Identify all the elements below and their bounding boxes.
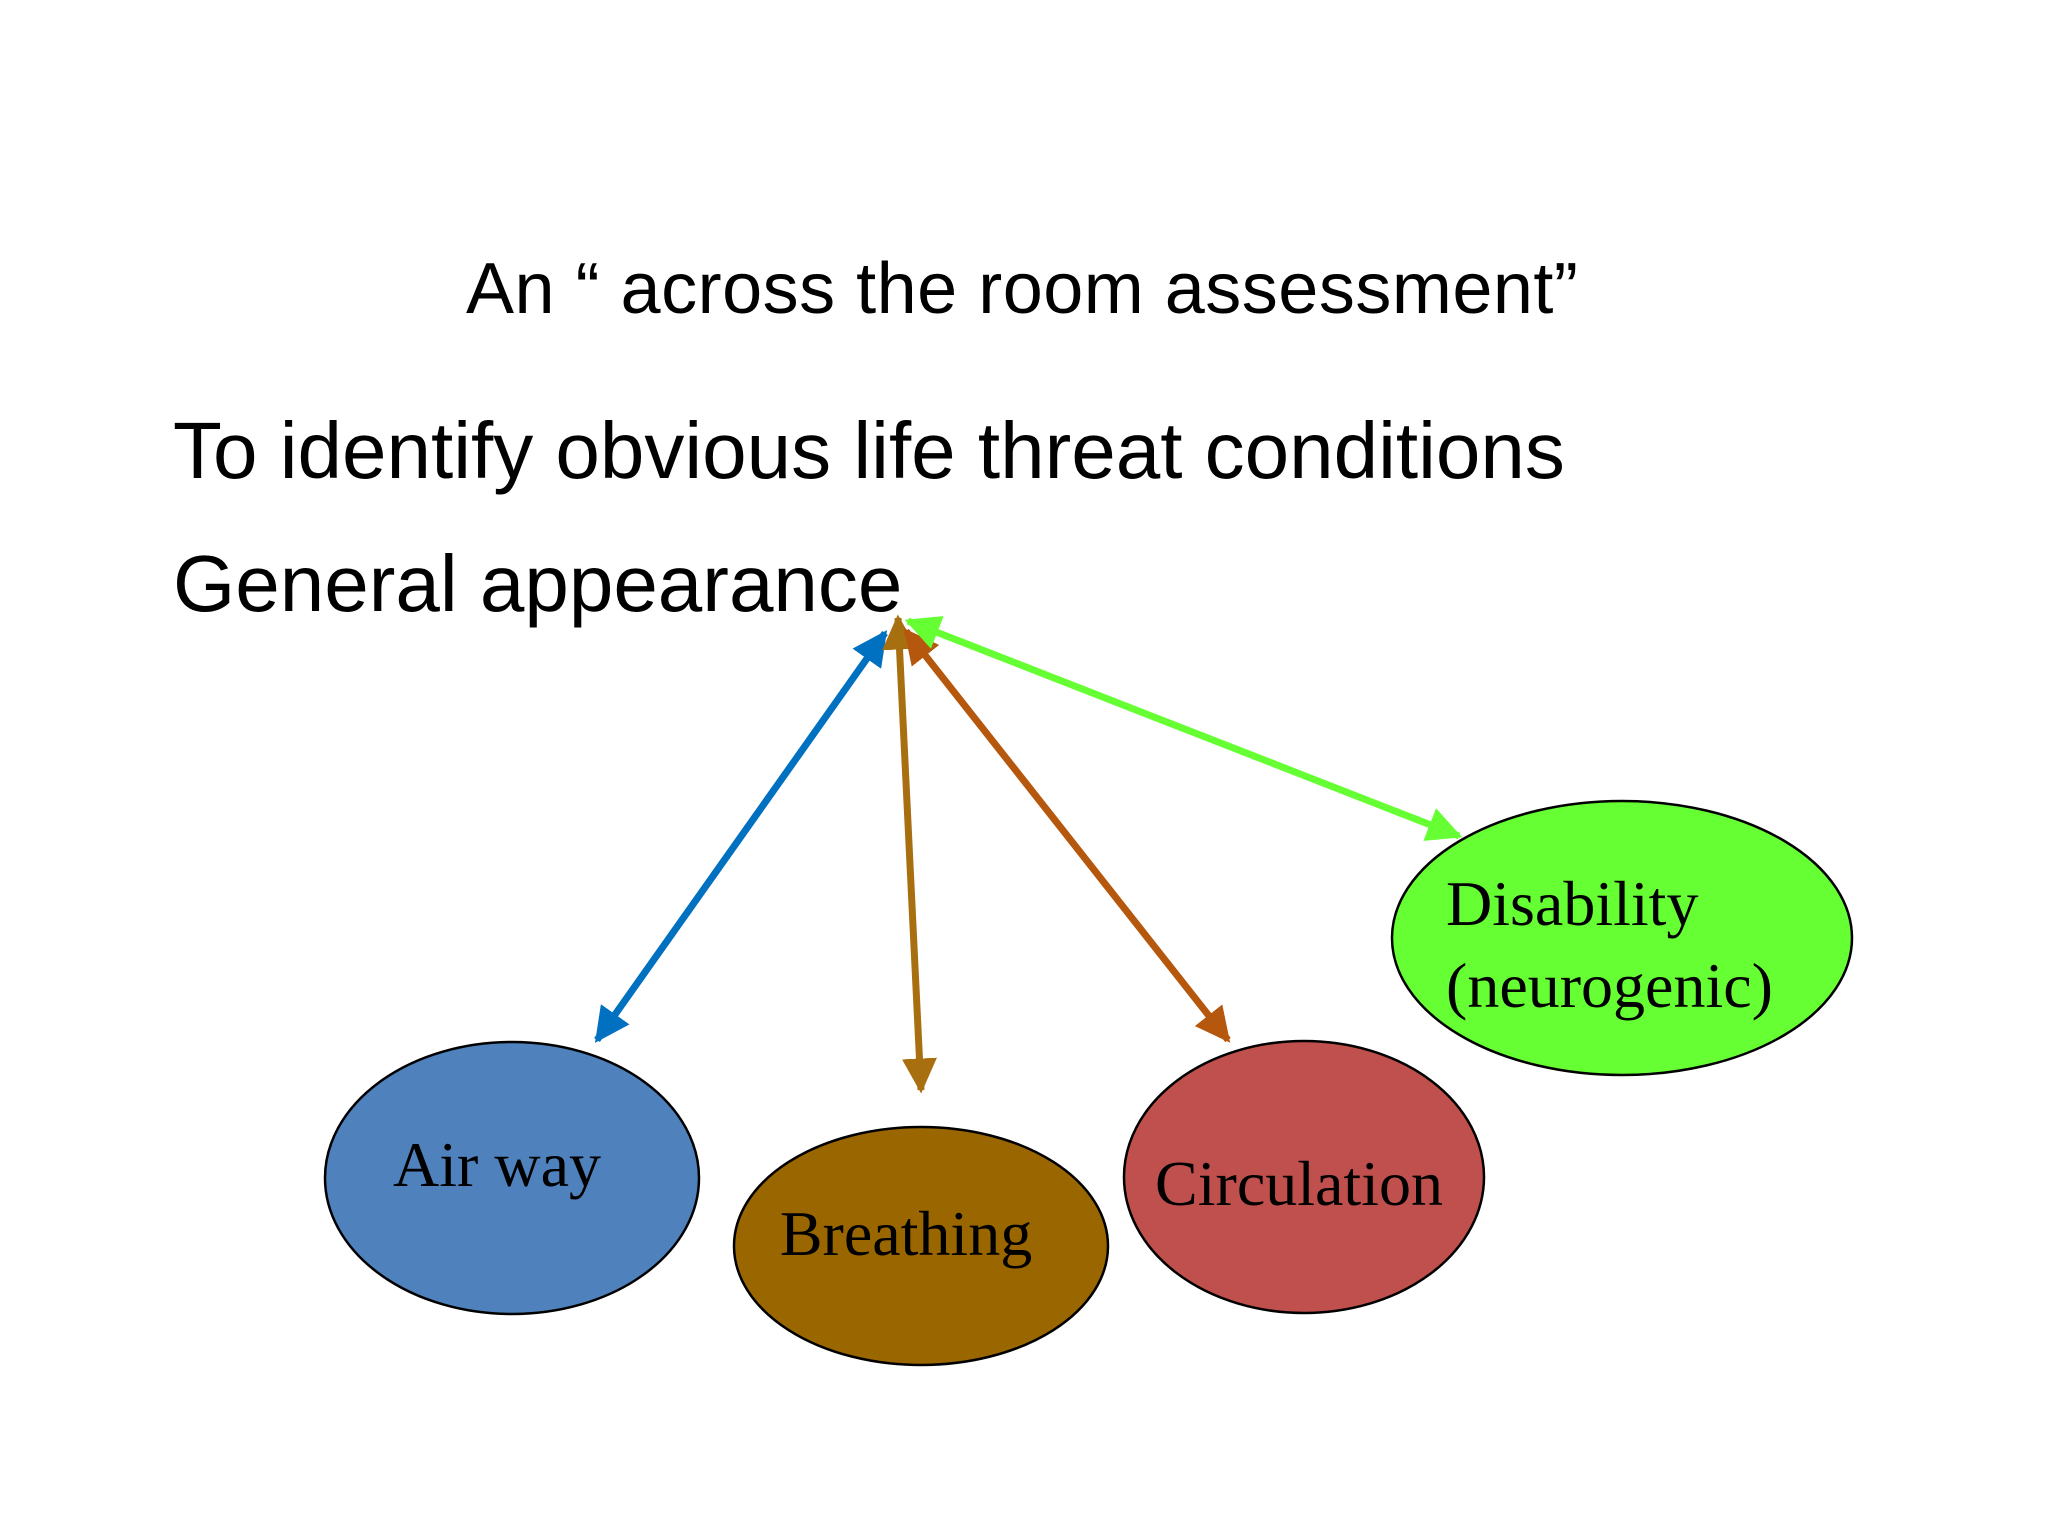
slide-title: An “ across the room assessment” [466, 249, 1579, 329]
arrow-airway [594, 630, 888, 1043]
airway-label: Air way [393, 1129, 601, 1200]
bullet-general-appearance: General appearance [173, 539, 903, 628]
disability-ellipse [1390, 799, 1854, 1077]
disability-label-line1: Disability [1446, 868, 1698, 939]
node-circulation: Circulation [1122, 1039, 1486, 1315]
circulation-label: Circulation [1155, 1148, 1443, 1219]
circulation-ellipse [1122, 1039, 1486, 1315]
node-airway: Air way [323, 1040, 701, 1316]
node-breathing: Breathing [732, 1125, 1110, 1367]
arrow-circulation [903, 628, 1231, 1043]
bullet-identify-conditions: To identify obvious life threat conditio… [173, 406, 1565, 495]
arrow-breathing [882, 614, 937, 1094]
node-disability: Disability (neurogenic) [1390, 799, 1854, 1077]
arrow-disability [904, 616, 1463, 841]
airway-ellipse [323, 1040, 701, 1316]
disability-label-line2: (neurogenic) [1446, 950, 1773, 1021]
breathing-ellipse [732, 1125, 1110, 1367]
breathing-label: Breathing [780, 1198, 1032, 1269]
